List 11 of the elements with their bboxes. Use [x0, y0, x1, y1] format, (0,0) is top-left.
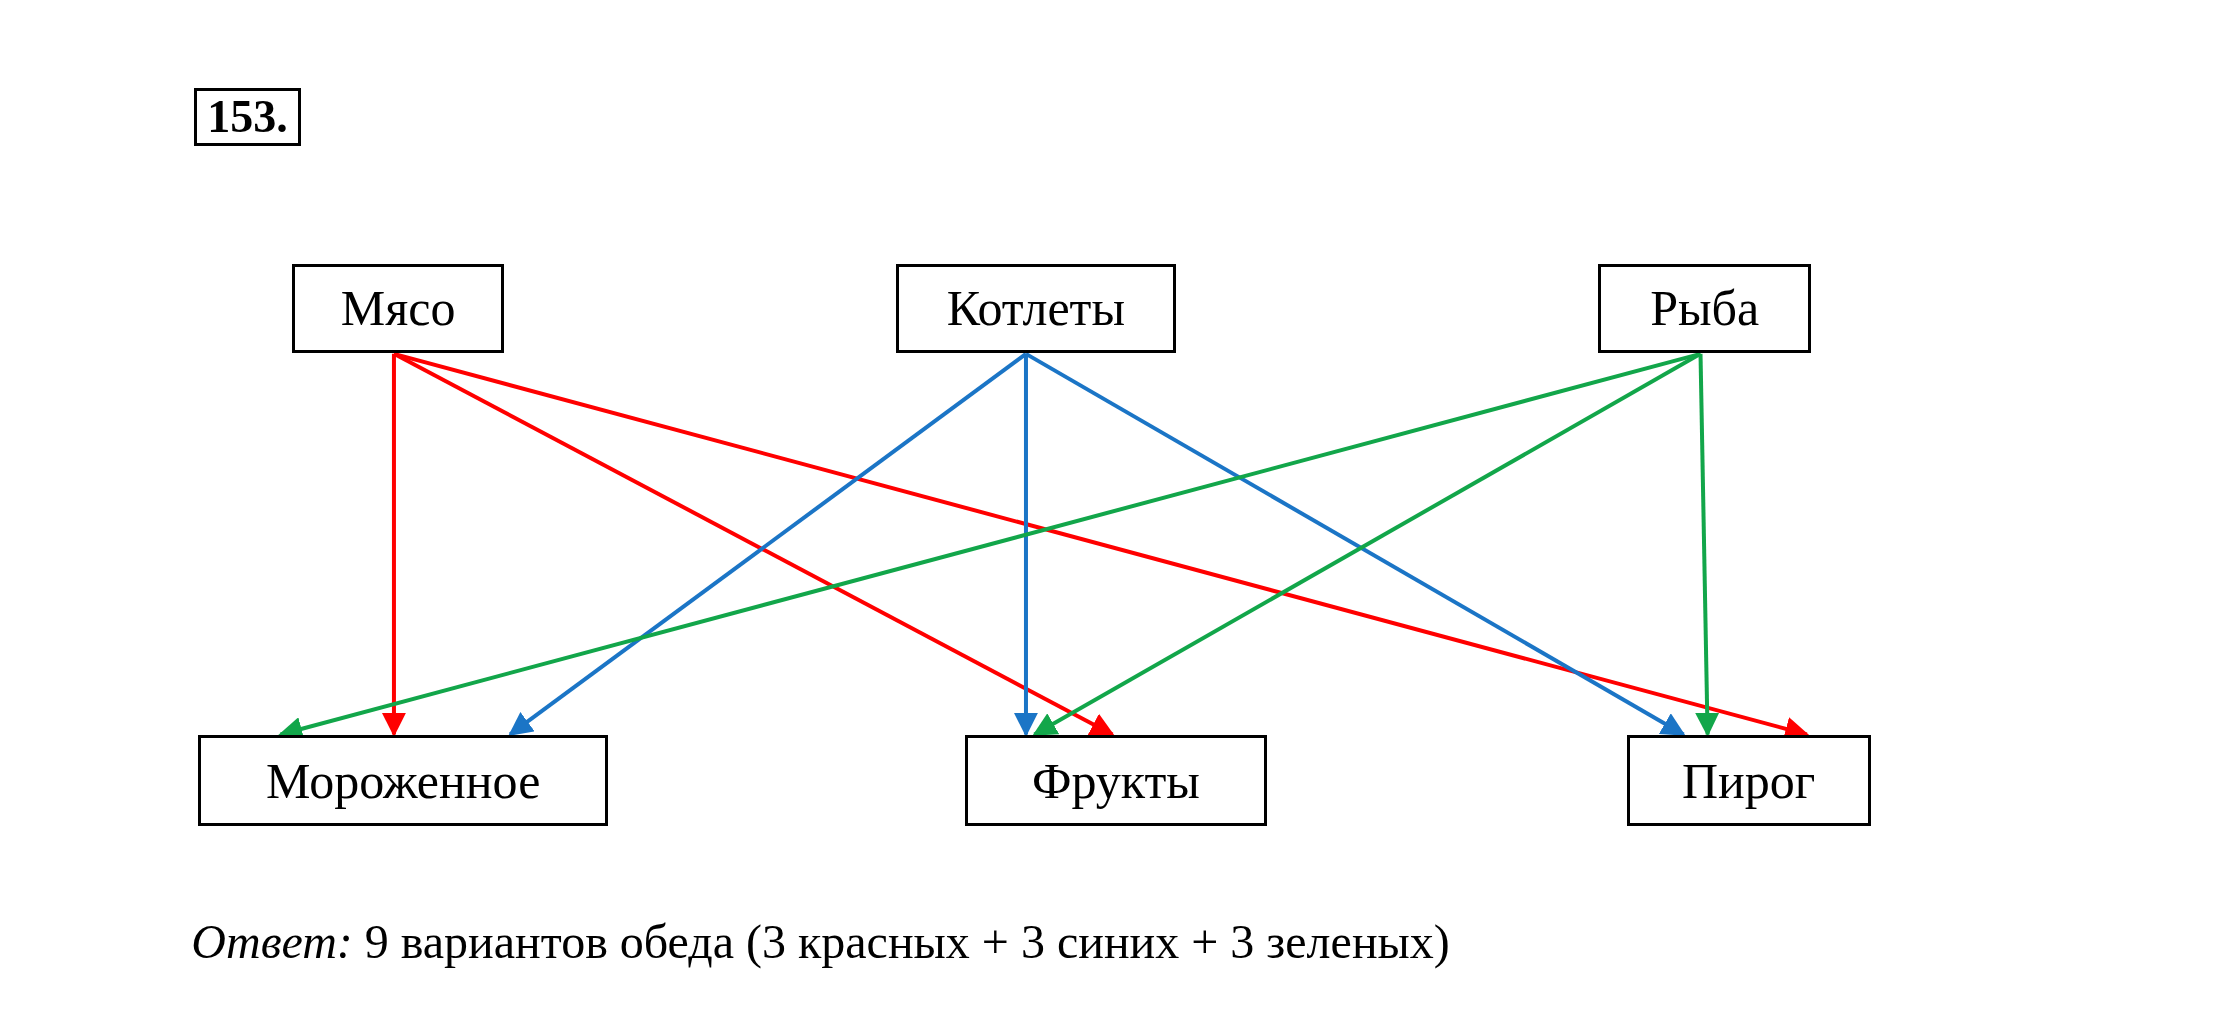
arrow: [1013, 353, 1038, 737]
food-box: Пирог: [1626, 735, 1871, 827]
food-box: Мороженное: [198, 735, 608, 827]
arrow: [381, 353, 406, 737]
food-box: Фрукты: [965, 735, 1267, 827]
arrow: [1695, 353, 1720, 737]
food-box: Котлеты: [895, 263, 1177, 353]
food-box: Рыба: [1598, 263, 1812, 353]
exercise-number: 153.: [194, 87, 301, 146]
food-box: Мясо: [291, 263, 505, 353]
answer-text: Ответ: 9 вариантов обеда (3 красных + 3 синих + 3 зеленых): [191, 914, 1450, 969]
